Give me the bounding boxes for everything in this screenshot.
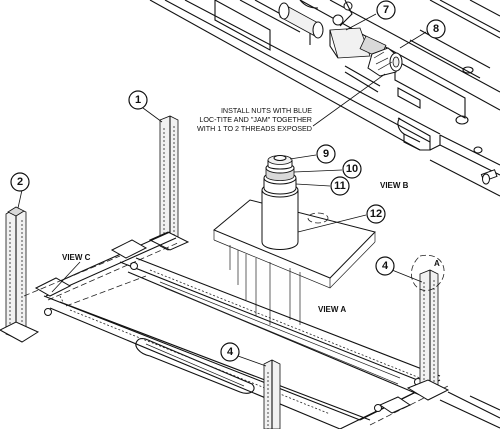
lift-frame — [23, 231, 451, 429]
note-line-1: INSTALL NUTS WITH BLUE — [221, 106, 312, 115]
post-1 — [148, 115, 190, 251]
callout-11: 11 — [295, 176, 350, 196]
view-c: VIEW C — [51, 253, 91, 293]
note-line-2: LOC-TITE AND "JAM" TOGETHER — [199, 115, 312, 124]
view-b-channel-assembly — [149, 0, 500, 197]
post-2 — [0, 206, 40, 343]
callout-12: 12 — [297, 204, 386, 233]
callout-1: 1 — [128, 90, 163, 123]
callout-7: 7 — [345, 0, 396, 31]
svg-text:8: 8 — [433, 23, 439, 35]
callout-4-center: 4 — [220, 342, 267, 367]
svg-text:4: 4 — [227, 346, 234, 358]
view-b-label: VIEW B — [380, 181, 409, 190]
svg-text:7: 7 — [383, 4, 389, 16]
callout-8: 8 — [399, 19, 446, 49]
note-line-3: WITH 1 TO 2 THREADS EXPOSED — [197, 124, 312, 133]
svg-text:1: 1 — [135, 94, 141, 106]
callout-9: 9 — [289, 144, 336, 164]
detail-a-label: A — [434, 259, 440, 268]
bottom-right-parts — [378, 391, 500, 429]
svg-text:11: 11 — [334, 180, 346, 192]
callout-10: 10 — [293, 159, 362, 179]
svg-text:10: 10 — [346, 163, 358, 175]
svg-text:4: 4 — [382, 260, 389, 272]
install-note: INSTALL NUTS WITH BLUE LOC-TITE AND "JAM… — [197, 73, 386, 133]
callout-2: 2 — [10, 172, 30, 209]
view-a-label: VIEW A — [318, 305, 346, 314]
post-4-right — [406, 254, 450, 401]
post-4-center — [263, 359, 281, 429]
view-c-label: VIEW C — [62, 253, 91, 262]
svg-text:2: 2 — [17, 176, 23, 188]
cylinder-on-plate — [213, 155, 376, 325]
svg-text:9: 9 — [323, 148, 329, 160]
svg-text:12: 12 — [370, 208, 382, 220]
callout-4-right: 4 — [375, 256, 423, 283]
